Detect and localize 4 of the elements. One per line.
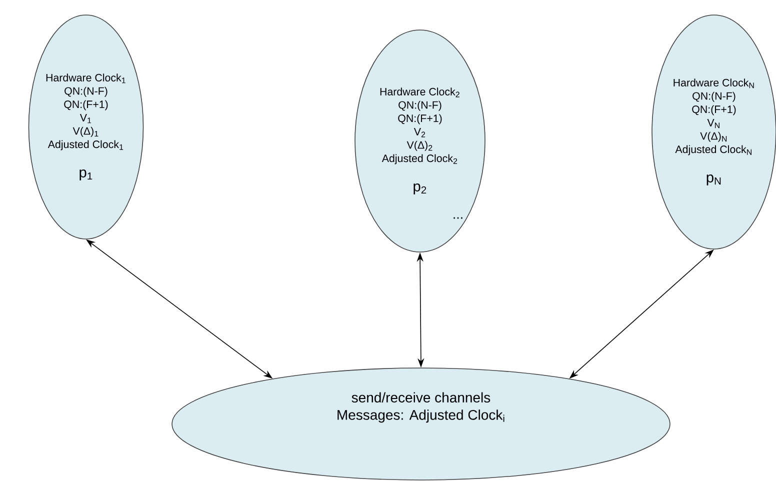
ellipsis-label: ...	[454, 217, 462, 219]
ellipse-node: Hardware Clock$_{N}$ QN:(N-F) QN:(F+1) V$_{N}$ V(Δ)$_{N}$ Adjusted Clock$_{N}$ p$_{N}$	[652, 14, 776, 250]
ellipse-node: send/receive channels Messages: Adjusted Clock$_{i}$	[172, 368, 670, 480]
ellipse-node: Hardware Clock$_{1}$ QN:(N-F) QN:(F+1) V$_{1}$ V(Δ)$_{1}$ Adjusted Clock$_{1}$ p$_{1}$	[28, 14, 144, 240]
